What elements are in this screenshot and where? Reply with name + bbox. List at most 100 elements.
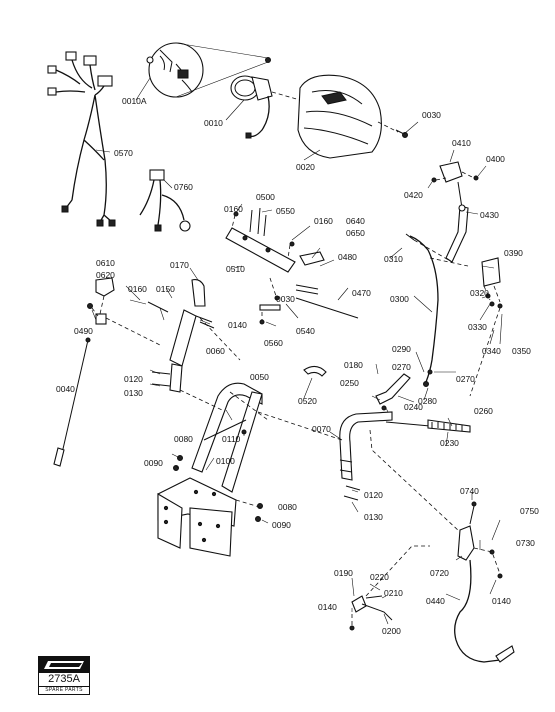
- rod-0470: [295, 297, 359, 319]
- label-0410: 0410: [452, 138, 471, 148]
- label-0330: 0330: [468, 322, 487, 332]
- base-hole-7: [211, 491, 217, 497]
- label-0540: 0540: [296, 326, 315, 336]
- label-0260: 0260: [474, 406, 493, 416]
- lever-0430: [445, 205, 469, 263]
- label-0720: 0720: [430, 568, 449, 578]
- detail-socket-body: [177, 69, 189, 79]
- harness-plug-2: [47, 87, 57, 96]
- spring-0480: [295, 289, 319, 295]
- label-0180: 0180: [344, 360, 363, 370]
- harness-connector-1: [65, 51, 77, 61]
- headlight-wire: [249, 95, 270, 138]
- label-0550: 0550: [276, 206, 295, 216]
- label-0030-lower: 0030: [276, 294, 295, 304]
- spare-parts-caption: SPARE PARTS: [45, 687, 83, 693]
- engine-cover-vent: [321, 91, 347, 105]
- clip-0520: [303, 365, 327, 377]
- bracket-0540: [259, 304, 281, 311]
- light-kit-wires: [139, 179, 185, 226]
- label-0040: 0040: [56, 384, 75, 394]
- base-hole-4: [215, 523, 221, 529]
- screw-0420: [431, 177, 437, 183]
- washer-0270: [427, 369, 433, 375]
- screw-0240: [381, 405, 387, 411]
- label-0620: 0620: [96, 270, 115, 280]
- part-labels: 0010A 0010 0020 0030 0570 0760 0410 0400…: [56, 96, 539, 636]
- detail-origin-point: [265, 57, 271, 63]
- label-0080-left: 0080: [174, 434, 193, 444]
- label-0440: 0440: [426, 596, 445, 606]
- label-0750: 0750: [520, 506, 539, 516]
- main-handle-right-bar: [221, 391, 263, 493]
- rod-0040-shaft: [59, 339, 89, 463]
- cable-0300-line: [409, 235, 439, 383]
- label-0340: 0340: [482, 346, 501, 356]
- screw-0560: [259, 319, 265, 325]
- label-0400: 0400: [486, 154, 505, 164]
- cable-0200: [361, 603, 393, 621]
- label-0270-right: 0270: [456, 374, 475, 384]
- label-0210: 0210: [384, 588, 403, 598]
- screw-0400: [473, 175, 479, 181]
- stiga-logo-mark: [44, 661, 84, 669]
- label-0140-top: 0140: [228, 320, 247, 330]
- left-top-dash-lines: [91, 295, 161, 346]
- label-0130-left: 0130: [124, 388, 143, 398]
- label-0060: 0060: [206, 346, 225, 356]
- diagram-code: 2735A: [39, 673, 89, 687]
- headlight-housing: [251, 76, 273, 101]
- headlight-assembly: [230, 75, 273, 139]
- base-hole-3: [197, 521, 203, 527]
- headlight-to-cover-line: [271, 91, 301, 101]
- label-0300: 0300: [390, 294, 409, 304]
- lever-group-0720: [369, 429, 515, 663]
- detail-bulb-socket: [159, 49, 193, 93]
- right-handle-body: [339, 411, 393, 481]
- spring-0230-coils: [431, 422, 463, 431]
- label-0160-top: 0160: [224, 204, 243, 214]
- label-0510: 0510: [226, 264, 245, 274]
- label-0080-right: 0080: [278, 502, 297, 512]
- screw-0310: [405, 233, 415, 241]
- label-0490: 0490: [74, 326, 93, 336]
- washer-0330: [489, 301, 495, 307]
- label-0740: 0740: [460, 486, 479, 496]
- spring-0230: [427, 419, 471, 433]
- lever-0740: [469, 505, 475, 525]
- base-plate-right: [189, 507, 233, 557]
- bracket-0390: [481, 257, 501, 287]
- bracket-dash-lines: [469, 285, 501, 397]
- switch-pins-0500: [249, 207, 267, 237]
- label-0090-right: 0090: [272, 520, 291, 530]
- screw-0140-lower: [349, 625, 355, 631]
- label-0320: 0320: [470, 288, 489, 298]
- engine-cover: [297, 74, 382, 159]
- knob-0650: [299, 251, 325, 266]
- label-0070: 0070: [312, 424, 331, 434]
- light-kit-terminal: [154, 224, 162, 232]
- label-0140-lower: 0140: [318, 602, 337, 612]
- screw-0030-head: [402, 132, 408, 138]
- label-0200: 0200: [382, 626, 401, 636]
- handle-left-top: [87, 277, 215, 393]
- base-to-0080-line: [235, 499, 257, 507]
- lower-handle-0060: [169, 309, 197, 367]
- label-0010A: 0010A: [122, 96, 147, 106]
- label-0310: 0310: [384, 254, 403, 264]
- label-0520: 0520: [298, 396, 317, 406]
- nut-0090-left: [173, 465, 179, 471]
- spring-0480-edge: [295, 284, 319, 290]
- harness-connector-3: [97, 75, 113, 87]
- label-0220: 0220: [370, 572, 389, 582]
- right-handle-0070: [257, 411, 393, 501]
- base-bracket: [157, 477, 257, 557]
- screw-0140-right: [497, 573, 503, 579]
- harness-terminal-1: [61, 205, 69, 213]
- callout-leader-lines: [91, 77, 503, 625]
- lower-handle-0060-end: [169, 363, 183, 393]
- label-0020: 0020: [296, 162, 315, 172]
- light-kit-0760: [139, 169, 191, 232]
- base-hole-1: [163, 505, 169, 511]
- label-0160-right: 0160: [314, 216, 333, 226]
